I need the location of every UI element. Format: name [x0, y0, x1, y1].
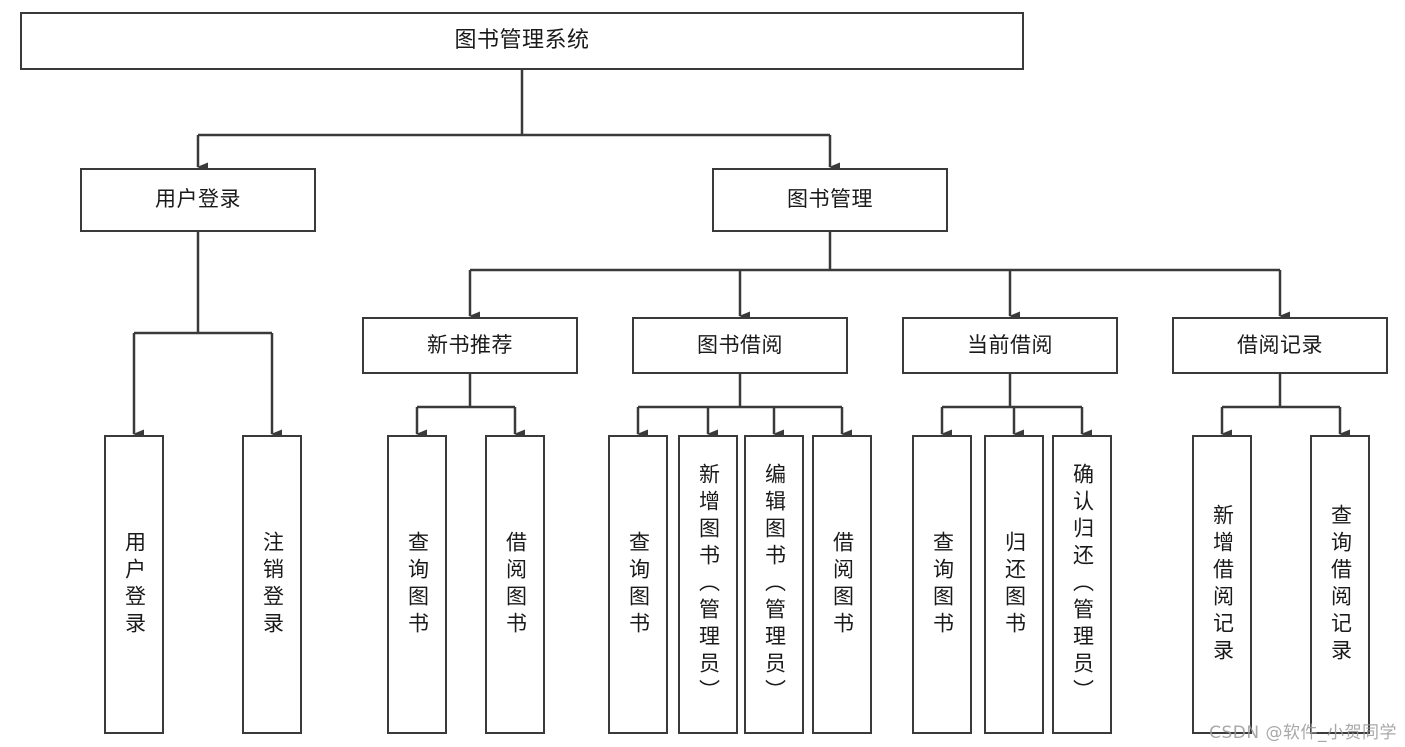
node-new-book-recommend[interactable]: 新书推荐	[362, 317, 578, 374]
node-label: 查询图书	[930, 530, 955, 639]
node-label: 注销登录	[260, 530, 285, 639]
node-current-borrow[interactable]: 当前借阅	[902, 317, 1118, 374]
node-label: 图书管理	[787, 187, 873, 212]
node-borrow-record[interactable]: 借阅记录	[1172, 317, 1388, 374]
node-add-book-admin[interactable]: 新增图书（管理员）	[678, 435, 738, 734]
node-book-manage[interactable]: 图书管理	[712, 168, 948, 232]
node-edit-book-admin[interactable]: 编辑图书（管理员）	[744, 435, 804, 734]
node-label: 编辑图书（管理员）	[762, 463, 787, 706]
node-borrow-book-rec[interactable]: 借阅图书	[485, 435, 545, 734]
node-query-book-rec[interactable]: 查询图书	[387, 435, 447, 734]
node-label: 确认归还（管理员）	[1070, 463, 1095, 706]
node-label: 借阅图书	[503, 530, 528, 639]
node-label: 图书借阅	[697, 332, 783, 357]
node-label: 查询图书	[405, 530, 430, 639]
node-borrow-book-leaf[interactable]: 借阅图书	[812, 435, 872, 734]
node-user-login[interactable]: 用户登录	[80, 168, 316, 232]
node-label: 新书推荐	[427, 332, 513, 357]
node-label: 新增借阅记录	[1210, 503, 1235, 666]
edge-paths	[132, 70, 1350, 439]
node-query-book-current[interactable]: 查询图书	[912, 435, 972, 734]
node-return-book[interactable]: 归还图书	[984, 435, 1044, 734]
node-label: 当前借阅	[967, 332, 1053, 357]
node-logout-leaf[interactable]: 注销登录	[242, 435, 302, 734]
node-label: 用户登录	[155, 187, 241, 212]
node-query-borrow-record[interactable]: 查询借阅记录	[1310, 435, 1370, 734]
node-label: 查询借阅记录	[1328, 503, 1353, 666]
node-label: 借阅图书	[830, 530, 855, 639]
node-query-book-borrow[interactable]: 查询图书	[608, 435, 668, 734]
node-confirm-return-admin[interactable]: 确认归还（管理员）	[1052, 435, 1112, 734]
node-root[interactable]: 图书管理系统	[20, 12, 1024, 70]
node-label: 借阅记录	[1237, 332, 1323, 357]
node-user-login-leaf[interactable]: 用户登录	[104, 435, 164, 734]
node-label: 查询图书	[626, 530, 651, 639]
node-add-borrow-record[interactable]: 新增借阅记录	[1192, 435, 1252, 734]
node-book-borrow[interactable]: 图书借阅	[632, 317, 848, 374]
node-label: 图书管理系统	[454, 27, 590, 53]
node-label: 用户登录	[122, 530, 147, 639]
node-label: 归还图书	[1002, 530, 1027, 639]
node-label: 新增图书（管理员）	[696, 463, 721, 706]
watermark-text: CSDN @软件_小贺同学	[1209, 723, 1397, 743]
